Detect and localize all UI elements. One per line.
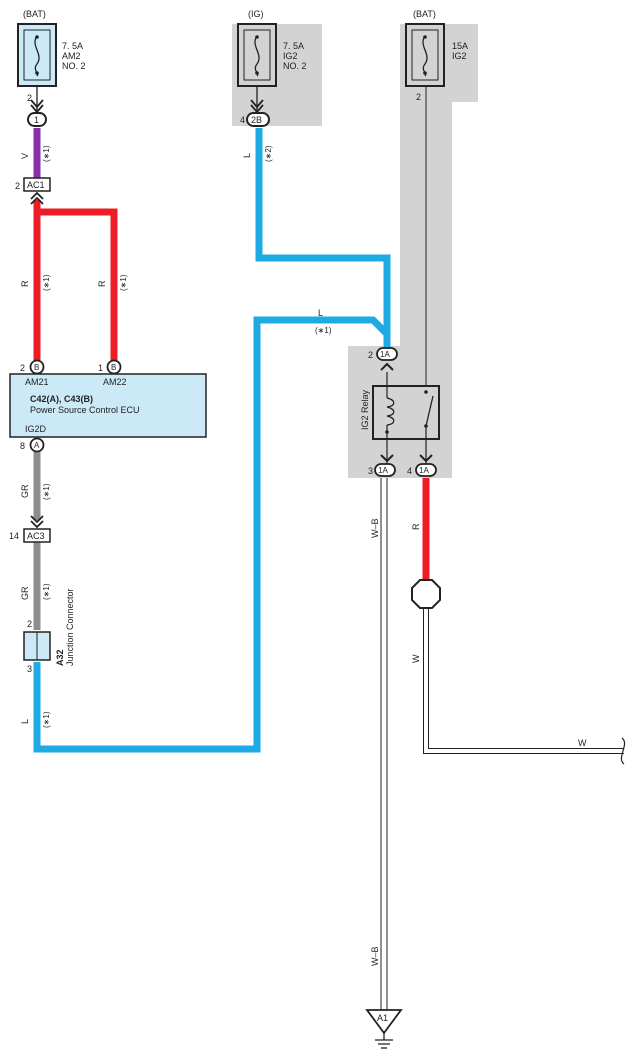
relay-coil-icon	[386, 397, 395, 426]
fuse-ig-pin: 4	[240, 115, 245, 125]
junction-name: Junction Connector	[65, 588, 75, 666]
fuse-ig2-dot-top	[423, 35, 427, 39]
fuse-am2-name: AM2	[62, 51, 81, 61]
splice-point	[411, 579, 441, 609]
connector-1-label: 1	[34, 115, 39, 125]
note-n1-blue-main: (∗1)	[315, 326, 332, 335]
ecu-pin-am21: AM21	[25, 377, 49, 387]
connector-relay-in-label: 1A	[380, 350, 390, 359]
ecu-name: Power Source Control ECU	[30, 405, 140, 415]
wire-red-am22	[37, 208, 118, 362]
fuse-ig-dot-bottom	[255, 71, 259, 75]
relay-out-left-arrow	[380, 454, 394, 463]
fuse-ig-source: (IG)	[248, 9, 264, 19]
junction-code: A32	[55, 649, 65, 666]
connector-ac3-label: AC3	[27, 531, 45, 541]
note-n1-blue-lower: (∗1)	[42, 711, 51, 728]
b-left-pin: 2	[20, 363, 25, 373]
fuse-ig-dot-top	[255, 35, 259, 39]
ac1-pin: 2	[15, 181, 20, 191]
junction-pin-top: 2	[27, 619, 32, 629]
connector-2b	[246, 112, 270, 127]
wire-label-v: V	[20, 153, 30, 159]
fuse-ig-name2: NO. 2	[283, 61, 307, 71]
fuse-ig2-pin: 2	[416, 92, 421, 102]
ecu-code: C42(A), C43(B)	[30, 394, 93, 404]
note-n2-blue: (∗2)	[264, 145, 273, 162]
fuse-am2-dot-top	[35, 35, 39, 39]
fuse-am2-pin: 2	[27, 93, 32, 103]
ecu-pin-ig2d: IG2D	[25, 424, 47, 434]
fuse-am2-rating: 7. 5A	[62, 41, 83, 51]
wire-white-outer	[423, 608, 624, 754]
connector-a-ecu-label: A	[34, 441, 40, 450]
relay-in-chevron	[380, 362, 394, 371]
wire-label-l-lower: L	[20, 719, 30, 724]
relay-switch-dot-top	[424, 390, 428, 394]
note-n1-gray-lower: (∗1)	[42, 583, 51, 600]
junction-pin-bottom: 3	[27, 664, 32, 674]
ac3-chevron	[30, 515, 44, 529]
fuse-ig2-name: IG2	[452, 51, 467, 61]
fuse-ig-rating: 7. 5A	[283, 41, 304, 51]
relay-out-right-arrow	[419, 454, 433, 463]
wire-label-gr-upper: GR	[20, 484, 30, 498]
wire-white-inner	[424, 608, 624, 753]
wire-blue-ig	[255, 128, 391, 348]
fuse-ig-name: IG2	[283, 51, 298, 61]
connector-ac3	[23, 528, 51, 543]
note-n1-violet: (∗1)	[42, 145, 51, 162]
connector-a-ecu	[29, 437, 45, 453]
ac1-chevron	[30, 191, 44, 205]
wire-label-wb-upper: W–B	[370, 518, 380, 538]
ig2-relay-shade	[348, 24, 478, 478]
wire-label-r-relay: R	[411, 523, 421, 530]
connector-relay-out-left	[374, 463, 396, 477]
connector-ac1-label: AC1	[27, 180, 45, 190]
relay-in-pin: 2	[368, 350, 373, 360]
wire-label-r-right: R	[97, 280, 107, 287]
connector-b-left-label: B	[34, 363, 39, 372]
connector-relay-out-left-label: 1A	[378, 466, 388, 475]
ecu-box	[9, 373, 207, 438]
note-n1-gray-upper: (∗1)	[42, 483, 51, 500]
relay-coil-dot	[385, 430, 389, 434]
ground-label: A1	[377, 1013, 388, 1023]
b-right-pin: 1	[98, 363, 103, 373]
wire-label-l-ig: L	[242, 153, 252, 158]
fuse-ig2-dot-bottom	[423, 71, 427, 75]
fuse-am2-source: (BAT)	[23, 9, 46, 19]
connector-relay-in	[376, 347, 398, 361]
wire-break-symbol	[620, 737, 626, 765]
connector-relay-out-right-label: 1A	[419, 466, 429, 475]
connector-2b-label: 2B	[251, 115, 262, 125]
connector-relay-out-right	[415, 463, 437, 477]
wire-label-w-vertical: W	[411, 654, 421, 663]
ac3-pin: 14	[9, 531, 19, 541]
fuse-am2-dot-bottom	[35, 71, 39, 75]
connector-1	[27, 112, 47, 127]
wire-label-w-horizontal: W	[578, 738, 587, 748]
connector-ac1	[23, 177, 51, 192]
a-ecu-pin: 8	[20, 441, 25, 451]
ecu-pin-am22: AM22	[103, 377, 127, 387]
relay-out-left-pin: 3	[368, 466, 373, 476]
relay-name: IG2 Relay	[360, 389, 370, 430]
note-n1-red-left: (∗1)	[42, 274, 51, 291]
relay-out-right-pin: 4	[407, 466, 412, 476]
wire-label-gr-lower: GR	[20, 586, 30, 600]
relay-switch-icon	[425, 395, 434, 427]
wire-label-l-main: L	[318, 308, 323, 318]
connector-b-right-label: B	[111, 363, 116, 372]
fuse-am2-name2: NO. 2	[62, 61, 86, 71]
fuse-ig2-source: (BAT)	[413, 9, 436, 19]
ground-triangle	[365, 1009, 403, 1035]
wire-label-r-left: R	[20, 280, 30, 287]
fuse-ig2-rating: 15A	[452, 41, 468, 51]
relay-box	[372, 385, 440, 440]
wire-label-wb-lower: W–B	[370, 946, 380, 966]
note-n1-red-right: (∗1)	[119, 274, 128, 291]
